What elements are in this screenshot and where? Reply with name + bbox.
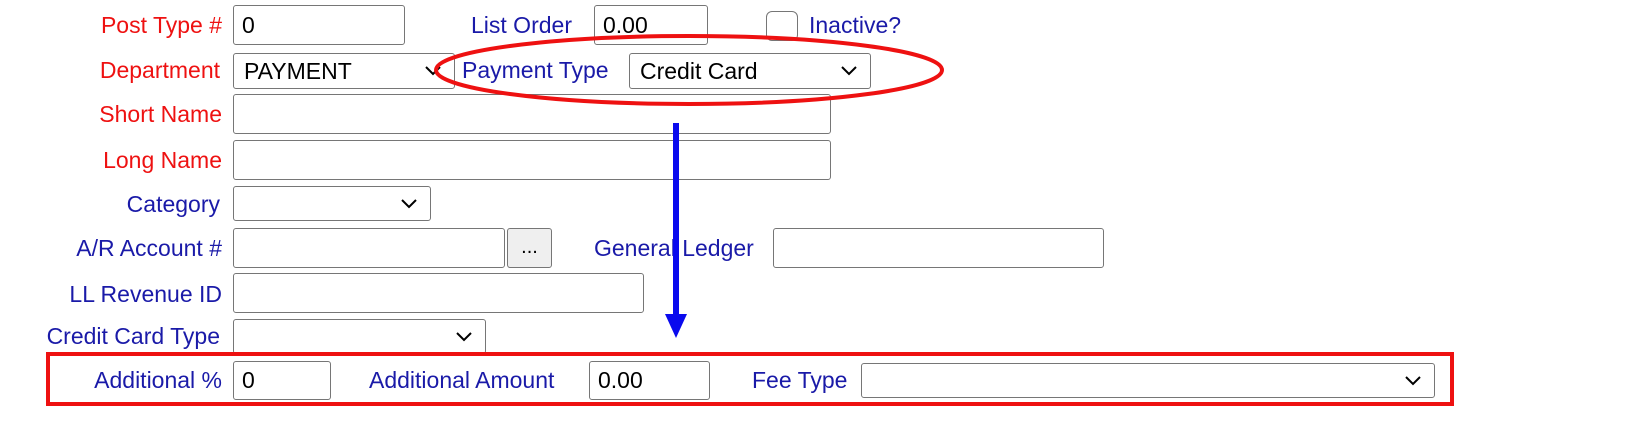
inactive-checkbox[interactable] bbox=[766, 11, 798, 41]
inactive-label: Inactive? bbox=[809, 12, 902, 38]
annotation-arrow-down-icon bbox=[665, 314, 687, 338]
chevron-down-icon bbox=[1405, 375, 1421, 385]
department-selected-value: PAYMENT bbox=[244, 57, 352, 84]
long-name-label: Long Name bbox=[103, 147, 222, 173]
short-name-label: Short Name bbox=[99, 101, 222, 127]
ar-account-input[interactable] bbox=[233, 228, 505, 268]
ll-revenue-id-label: LL Revenue ID bbox=[69, 281, 222, 307]
ar-account-lookup-button[interactable]: ... bbox=[507, 228, 552, 268]
payment-type-label: Payment Type bbox=[462, 57, 609, 83]
additional-amount-input[interactable] bbox=[589, 361, 710, 400]
additional-amount-label: Additional Amount bbox=[369, 367, 555, 393]
fee-type-label: Fee Type bbox=[752, 367, 848, 393]
long-name-input[interactable] bbox=[233, 140, 831, 180]
payment-type-select[interactable]: Credit Card bbox=[629, 53, 871, 89]
general-ledger-input[interactable] bbox=[773, 228, 1104, 268]
payment-type-selected-value: Credit Card bbox=[640, 57, 758, 84]
credit-card-type-select[interactable] bbox=[233, 319, 486, 354]
chevron-down-icon bbox=[456, 331, 472, 341]
ar-account-label: A/R Account # bbox=[76, 235, 222, 261]
department-label: Department bbox=[99, 57, 220, 83]
fee-type-select[interactable] bbox=[861, 363, 1435, 398]
category-select[interactable] bbox=[233, 186, 431, 221]
short-name-input[interactable] bbox=[233, 94, 831, 134]
list-order-label: List Order bbox=[471, 12, 572, 38]
general-ledger-label: General Ledger bbox=[594, 235, 754, 261]
post-type-label: Post Type # bbox=[100, 12, 222, 38]
post-type-input[interactable] bbox=[233, 5, 405, 45]
chevron-down-icon bbox=[841, 66, 857, 76]
department-select[interactable]: PAYMENT bbox=[233, 53, 455, 89]
credit-card-type-label: Credit Card Type bbox=[46, 323, 220, 349]
additional-percent-label: Additional % bbox=[94, 367, 222, 393]
list-order-input[interactable] bbox=[594, 5, 708, 45]
category-label: Category bbox=[126, 191, 220, 217]
additional-percent-input[interactable] bbox=[233, 361, 331, 400]
chevron-down-icon bbox=[401, 198, 417, 208]
chevron-down-icon bbox=[425, 66, 441, 76]
ll-revenue-id-input[interactable] bbox=[233, 273, 644, 313]
